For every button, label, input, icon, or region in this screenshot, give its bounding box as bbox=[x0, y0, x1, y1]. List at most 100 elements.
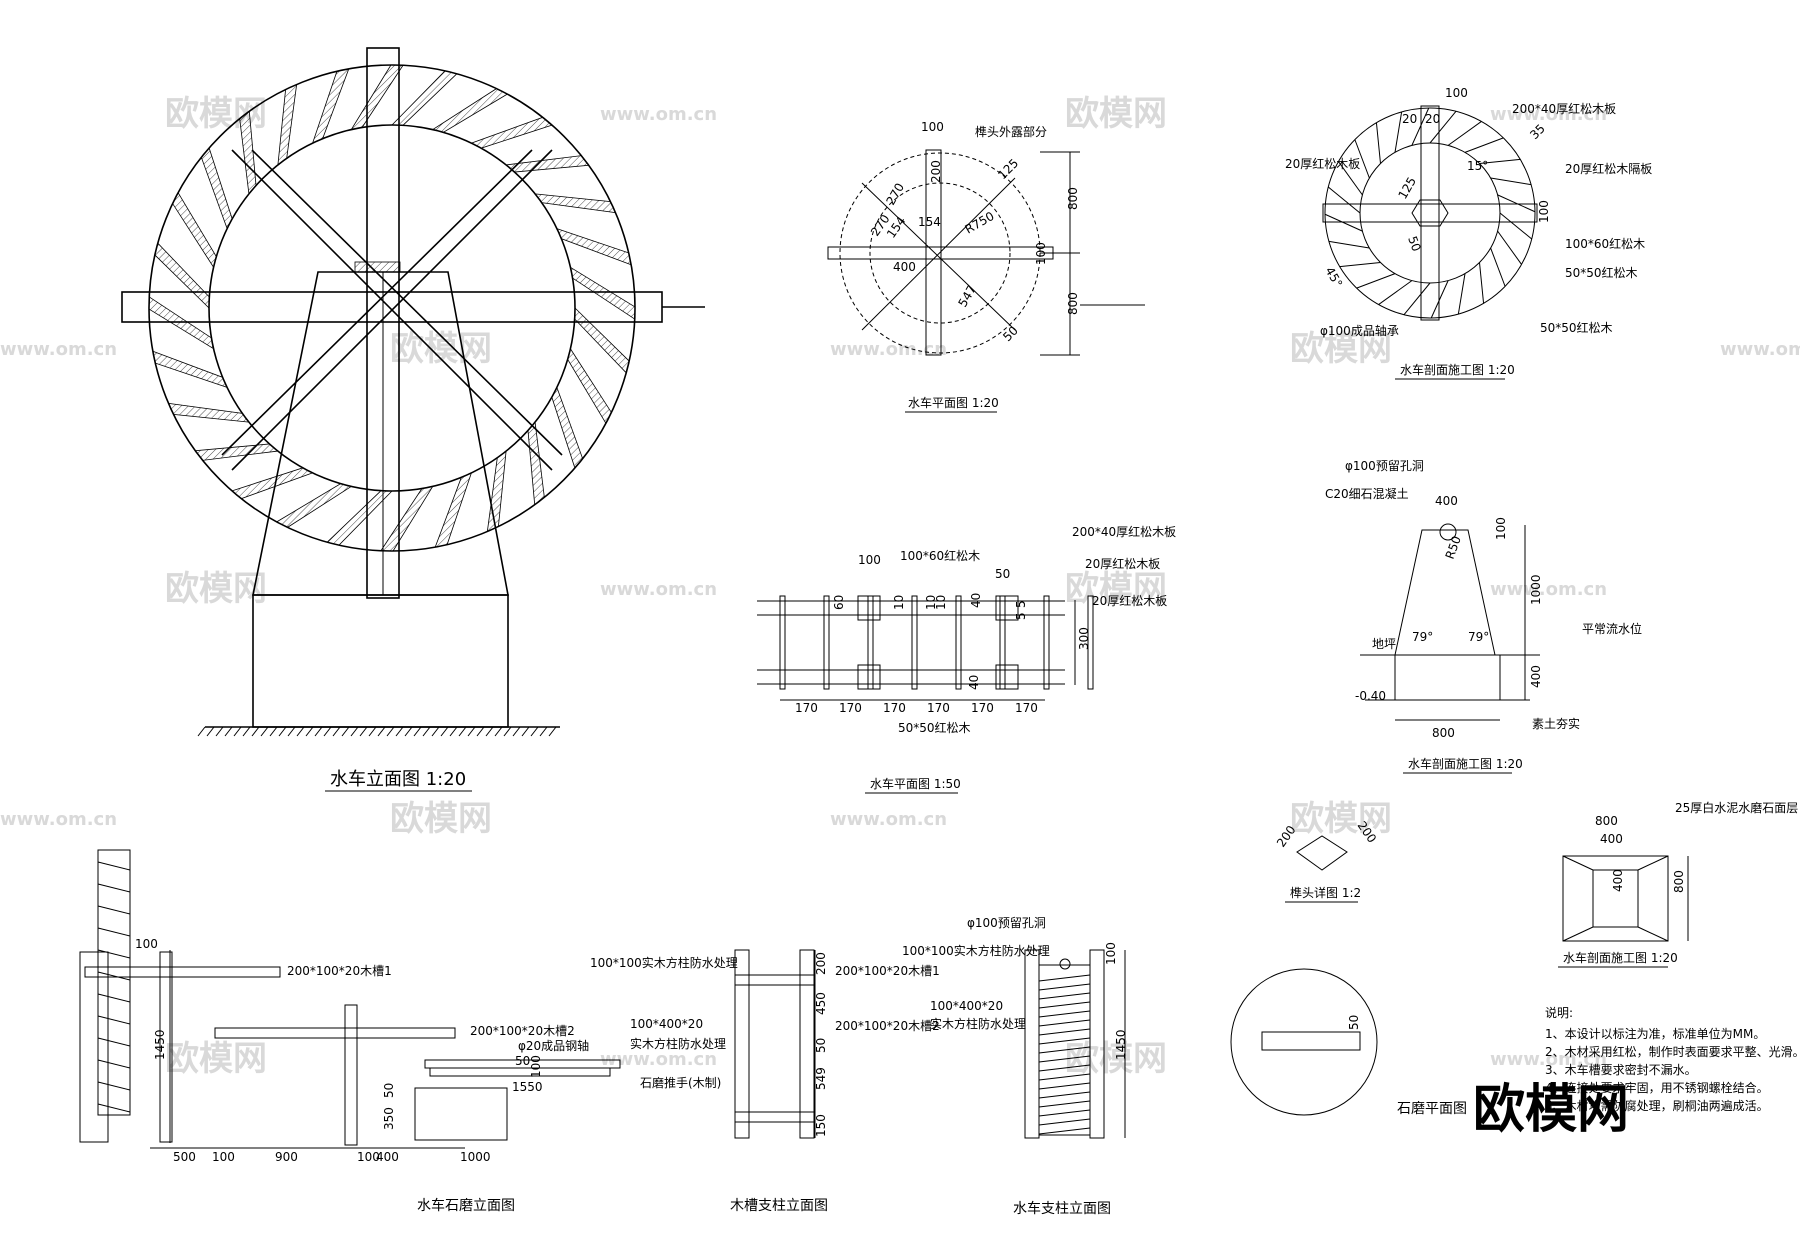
dim-label: 50 bbox=[814, 1038, 828, 1053]
wheel-post bbox=[1089, 949, 1105, 1139]
dim-label: 200 bbox=[929, 160, 943, 183]
dim-label: 50 bbox=[1405, 234, 1423, 253]
ground-hatch bbox=[197, 726, 206, 737]
note-label: 200*40厚红松木板 bbox=[1072, 524, 1176, 539]
note-label: 100*60红松木 bbox=[1565, 236, 1645, 251]
wheel-blade bbox=[551, 386, 584, 469]
support-base bbox=[252, 594, 509, 728]
wheel-blade bbox=[277, 83, 298, 166]
ground-hatch bbox=[386, 726, 395, 737]
diagonal-spoke bbox=[251, 149, 563, 456]
wheel-blade bbox=[556, 227, 632, 266]
note-label: 20厚红松木板 bbox=[1092, 593, 1167, 608]
wheel-blade bbox=[239, 110, 257, 195]
trough-beam bbox=[734, 1111, 816, 1123]
ground-hatch bbox=[476, 726, 485, 737]
dim-label: 125 bbox=[995, 156, 1021, 182]
wheel-blade bbox=[152, 350, 228, 389]
span-label: 170 bbox=[839, 701, 862, 715]
watermark-logo: 欧模网 bbox=[165, 569, 267, 609]
ladder-rung bbox=[97, 927, 131, 937]
ground-hatch bbox=[404, 726, 413, 737]
watermark-site: www.om.cn bbox=[0, 339, 117, 360]
watermark-logo: 欧模网 bbox=[165, 94, 267, 134]
ladder-rung bbox=[97, 1037, 131, 1047]
section-blade bbox=[1490, 177, 1532, 186]
plan50-block bbox=[857, 664, 881, 690]
dim-label: 5 bbox=[1014, 612, 1028, 620]
ground-hatch bbox=[485, 726, 494, 737]
ground-hatch bbox=[224, 726, 233, 737]
notes-heading: 说明: bbox=[1545, 1005, 1573, 1020]
ground-hatch bbox=[530, 726, 539, 737]
dim-label: 15° bbox=[1467, 159, 1488, 173]
plan50-post bbox=[955, 595, 962, 690]
ground-hatch bbox=[422, 726, 431, 737]
wheel-elevation: 水车立面图 1:20 bbox=[121, 47, 705, 792]
ground-hatch bbox=[431, 726, 440, 737]
ground-hatch bbox=[395, 726, 404, 737]
dim-label: 800 bbox=[1672, 870, 1686, 893]
dim-label: 100 bbox=[1494, 517, 1508, 540]
note-label: 200*100*20木槽2 bbox=[835, 1019, 940, 1033]
section-blade bbox=[1490, 247, 1506, 287]
note-label: 石磨推手(木制) bbox=[640, 1076, 721, 1090]
dim-label: 125 bbox=[1395, 175, 1419, 202]
section-vertical-beam bbox=[1420, 105, 1440, 321]
pipe-hole bbox=[1439, 523, 1457, 541]
ground-hatch bbox=[377, 726, 386, 737]
ground-hatch bbox=[539, 726, 548, 737]
ladder-rungs bbox=[97, 861, 131, 1113]
section-blade bbox=[1430, 280, 1449, 319]
note-label: 地坪 bbox=[1372, 637, 1396, 651]
dim-label: 450 bbox=[814, 992, 828, 1015]
plan50-post bbox=[867, 595, 874, 690]
dim-label: 400 bbox=[376, 1150, 399, 1164]
wheel-blade bbox=[167, 402, 250, 423]
ladder-rung bbox=[97, 993, 131, 1003]
ground-hatch bbox=[251, 726, 260, 737]
ladder-rung bbox=[97, 949, 131, 959]
angle-label: 79° bbox=[1412, 630, 1433, 644]
note-label: 实木方柱防水处理 bbox=[630, 1036, 726, 1051]
dim-label: 100 bbox=[135, 937, 158, 951]
wheel-post-title: 水车支柱立面图 bbox=[1013, 1200, 1111, 1217]
plan50-post bbox=[999, 595, 1006, 690]
plan-diagonal bbox=[861, 177, 1016, 331]
ground-hatch bbox=[548, 726, 557, 737]
dim-label: 45° bbox=[1322, 265, 1345, 290]
dim-label: 200 bbox=[814, 952, 828, 975]
wheel-blade bbox=[311, 68, 350, 144]
dim-label: 154 bbox=[918, 215, 941, 229]
watermark-logo: 欧模网 bbox=[1290, 799, 1392, 839]
dim-label: 1450 bbox=[1114, 1029, 1128, 1060]
post-hatch-line bbox=[1038, 1091, 1091, 1099]
dim-label: 20 bbox=[1402, 112, 1417, 126]
dim-label: R50 bbox=[1443, 534, 1464, 561]
section-blade bbox=[1328, 240, 1370, 249]
ground-hatch bbox=[332, 726, 341, 737]
wheel-ladder bbox=[97, 849, 131, 1116]
wheel-blade bbox=[527, 421, 545, 506]
dim-label: 400 bbox=[1611, 869, 1625, 892]
span-label: 170 bbox=[971, 701, 994, 715]
section-blade bbox=[1338, 161, 1363, 196]
note-label: 50*50红松木 bbox=[1565, 265, 1638, 280]
plan-1-20: 100 榫头外露部分 200 125 270 270 154 154 R750 … bbox=[827, 120, 1145, 413]
note-item: 3、木车槽要求密封不漏水。 bbox=[1545, 1062, 1697, 1077]
post-hatch-line bbox=[1038, 1064, 1091, 1072]
wheel-blade bbox=[326, 490, 393, 546]
dim-label: 800 bbox=[1595, 814, 1618, 828]
post-left bbox=[159, 951, 173, 1143]
wheel-blade bbox=[200, 147, 233, 230]
section-blade bbox=[1447, 121, 1482, 146]
tenon-diamond bbox=[1296, 835, 1348, 871]
dim-label: 1000 bbox=[460, 1150, 491, 1164]
dim-label: 150 bbox=[814, 1114, 828, 1137]
section-blade bbox=[1324, 213, 1363, 232]
corner-logo: 欧模网 bbox=[1473, 1080, 1629, 1140]
dim-label: 100 bbox=[529, 1055, 543, 1078]
trough-1 bbox=[84, 966, 281, 978]
section-blade bbox=[1354, 139, 1370, 179]
